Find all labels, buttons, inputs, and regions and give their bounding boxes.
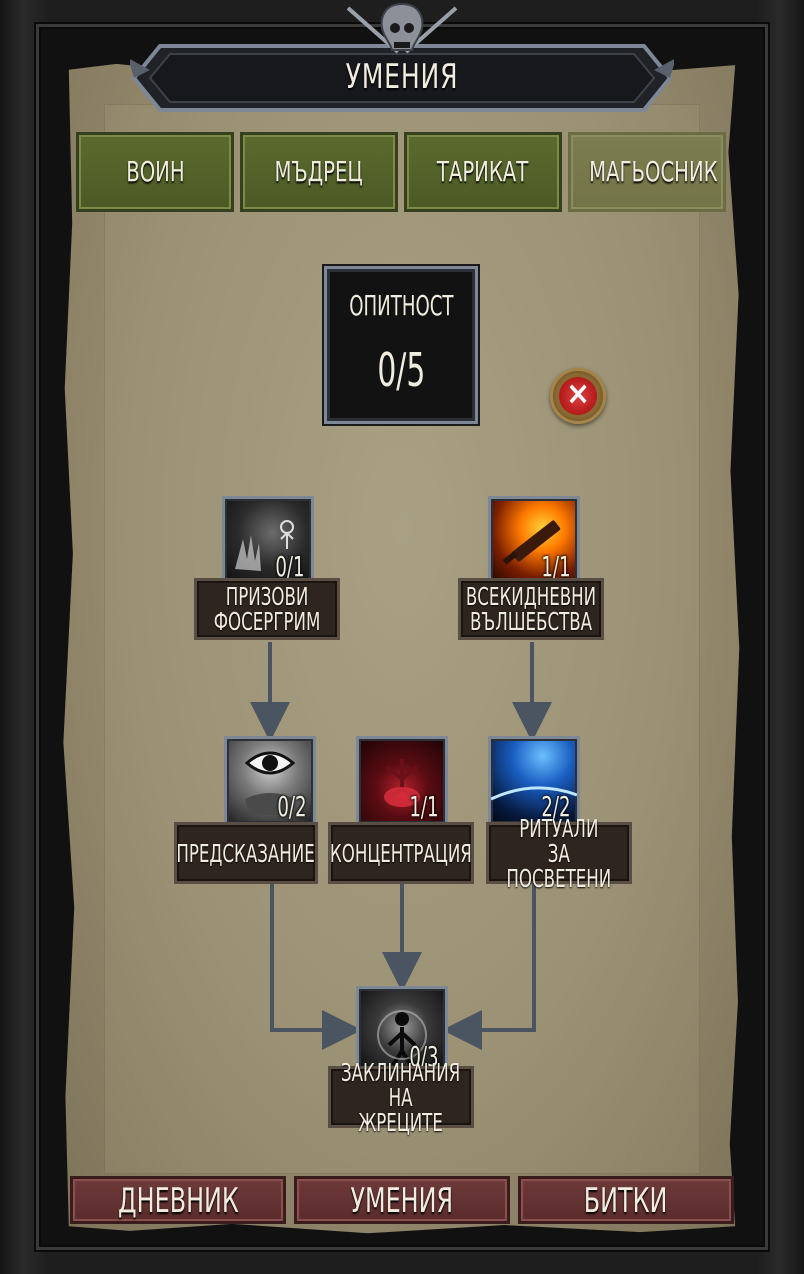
- skill-everyday-magic-label: ВСЕКИДНЕВНИ ВЪЛШЕБСТВА: [458, 578, 604, 640]
- nav-battles-button[interactable]: БИТКИ: [518, 1176, 734, 1224]
- experience-box: ОПИТНОСТ 0/5: [324, 266, 478, 424]
- class-tabs: ВОИН МЪДРЕЦ ТАРИКАТ МАГЬОСНИК: [76, 132, 728, 212]
- nav-skills-button[interactable]: УМЕНИЯ: [294, 1176, 510, 1224]
- skull-crest-icon: [346, 2, 458, 54]
- ghost-hand-icon: 0/1: [222, 496, 314, 586]
- skill-summon-label: ПРИЗОВИ ФОСЕРГРИМ: [194, 578, 340, 640]
- tab-mage[interactable]: МАГЬОСНИК: [568, 132, 726, 212]
- page-title: УМЕНИЯ: [345, 57, 459, 97]
- tab-warrior[interactable]: ВОИН: [76, 132, 234, 212]
- close-button[interactable]: ×: [550, 368, 606, 424]
- nav-journal-button[interactable]: ДНЕВНИК: [70, 1176, 286, 1224]
- red-heart-roots-icon: 1/1: [356, 736, 448, 826]
- blue-planet-icon: 2/2: [488, 736, 580, 826]
- experience-label: ОПИТНОСТ: [348, 289, 454, 322]
- skill-prophecy-label: ПРЕДСКАЗАНИЕ: [174, 822, 318, 884]
- title-banner: УМЕНИЯ: [130, 40, 674, 116]
- close-x-icon: [559, 377, 597, 415]
- tab-trickster[interactable]: ТАРИКАТ: [404, 132, 562, 212]
- flaming-sword-icon: 1/1: [488, 496, 580, 586]
- skill-concentration-label: КОНЦЕНТРАЦИЯ: [328, 822, 474, 884]
- tab-sage[interactable]: МЪДРЕЦ: [240, 132, 398, 212]
- experience-value: 0/5: [377, 343, 425, 397]
- bottom-navigation: ДНЕВНИК УМЕНИЯ БИТКИ: [70, 1176, 734, 1224]
- skill-priests-spells-label: ЗАКЛИНАНИЯ НА ЖРЕЦИТЕ: [328, 1060, 474, 1135]
- eye-icon: 0/2: [224, 736, 316, 826]
- skill-rituals-label: РИТУАЛИ ЗА ПОСВЕТЕНИ: [486, 816, 632, 891]
- dark-figure-icon: 0/3: [356, 986, 448, 1076]
